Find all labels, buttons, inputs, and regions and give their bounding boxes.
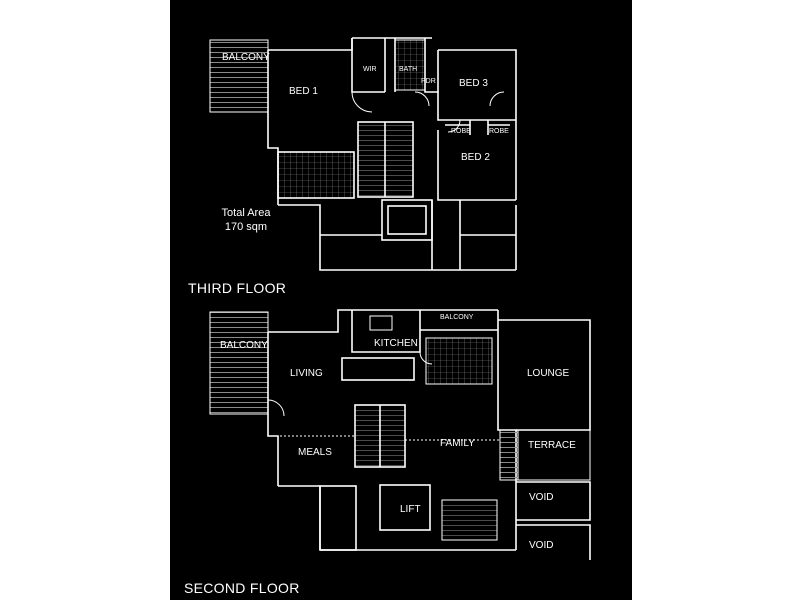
third-floor-title: THIRD FLOOR — [188, 280, 287, 296]
room-label-bed2: BED 2 — [461, 152, 490, 163]
floor-plan-drawing — [209, 37, 591, 560]
room-label-void-lower: VOID — [529, 540, 554, 551]
room-label-kitchen: KITCHEN — [374, 338, 418, 349]
room-label-bed3: BED 3 — [459, 78, 488, 89]
room-label-terrace: TERRACE — [528, 440, 576, 451]
third-floor-plan — [209, 37, 517, 271]
room-label-lounge: LOUNGE — [527, 368, 570, 379]
room-label-balcony-third: BALCONY — [222, 52, 270, 63]
room-label-living: LIVING — [290, 368, 323, 379]
room-label-pdr: PDR — [421, 78, 436, 85]
room-label-robe-right: ROBE — [489, 128, 509, 135]
floor-plan-sheet: BALCONY BED 1 WIR BATH PDR BED 3 ROBE RO… — [170, 0, 632, 600]
room-label-void-upper: VOID — [529, 492, 554, 503]
room-label-bath: BATH — [399, 66, 418, 73]
room-label-lift: LIFT — [400, 504, 421, 515]
total-area-value: 170 sqm — [224, 221, 268, 233]
second-floor-plan — [209, 309, 591, 560]
room-label-meals: MEALS — [298, 447, 332, 458]
room-label-balcony-second: BALCONY — [220, 340, 268, 351]
room-label-bed1: BED 1 — [289, 86, 318, 97]
room-label-balcony-small: BALCONY — [440, 314, 474, 321]
room-label-family: FAMILY — [440, 438, 475, 449]
room-label-robe-left: ROBE — [451, 128, 471, 135]
second-floor-title: SECOND FLOOR — [184, 580, 300, 596]
total-area-title: Total Area — [221, 207, 271, 219]
room-label-wir: WIR — [363, 66, 377, 73]
total-area-label: Total Area 170 sqm — [214, 206, 278, 234]
